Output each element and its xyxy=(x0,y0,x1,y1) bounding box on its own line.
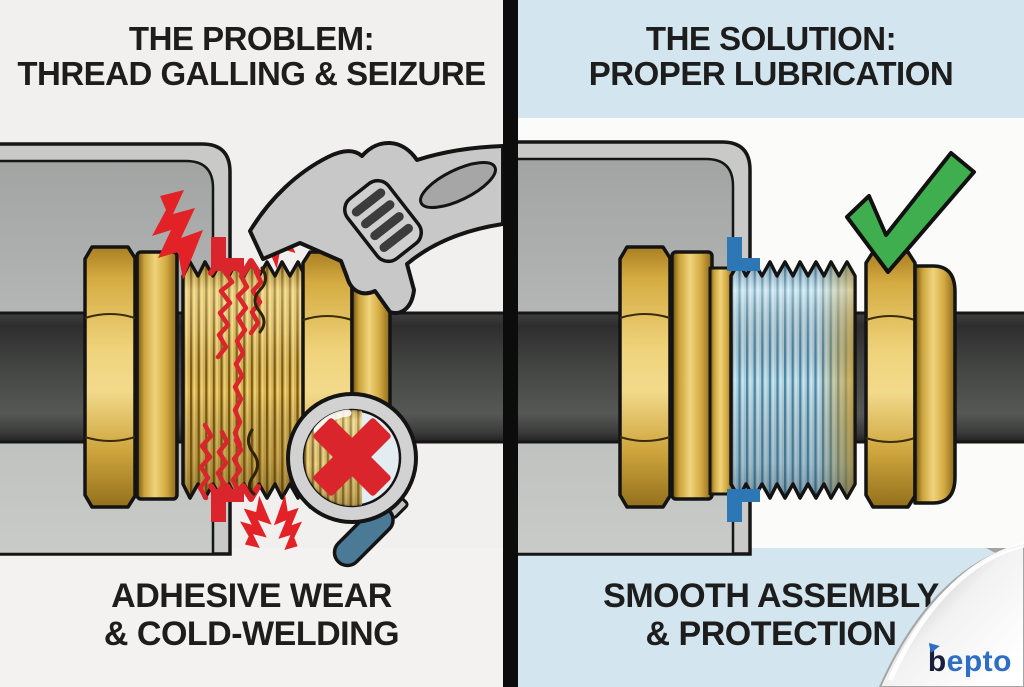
solution-scene xyxy=(518,140,1024,556)
end-collar xyxy=(913,264,957,505)
washer xyxy=(135,250,179,501)
problem-caption: ADHESIVE WEAR & COLD-WELDING xyxy=(0,577,503,653)
check-mark-icon xyxy=(845,151,976,274)
problem-caption-line2: & COLD-WELDING xyxy=(103,615,400,653)
solution-caption-line1: SMOOTH ASSEMBLY xyxy=(603,577,939,615)
problem-title-line2: THREAD GALLING & SEIZURE xyxy=(17,55,486,92)
problem-caption-band xyxy=(0,548,503,687)
problem-title-line1: THE PROBLEM: xyxy=(128,20,375,57)
lightning-bolt-icon xyxy=(152,190,302,550)
solution-caption-line2: & PROTECTION xyxy=(645,615,897,653)
wrench-icon xyxy=(248,141,503,315)
brand-logo-rest: epto xyxy=(946,645,1012,678)
problem-caption-line1: ADHESIVE WEAR xyxy=(111,577,392,615)
hex-nut xyxy=(83,245,137,509)
solution-caption: SMOOTH ASSEMBLY & PROTECTION xyxy=(518,577,1024,653)
problem-title: THE PROBLEM: THREAD GALLING & SEIZURE xyxy=(0,21,503,91)
warning-bracket-icon xyxy=(211,237,244,522)
solution-title-line2: PROPER LUBRICATION xyxy=(588,55,954,92)
brand-logo: bepto xyxy=(928,645,1012,679)
panel-divider xyxy=(503,0,518,687)
brass-fitting xyxy=(618,245,957,509)
solution-title-line1: THE SOLUTION: xyxy=(645,20,897,57)
solution-title-band xyxy=(518,0,1024,118)
hex-nut-right xyxy=(864,250,917,509)
magnifier-icon xyxy=(286,392,418,568)
problem-scene xyxy=(0,141,503,568)
lubricated-thread-section xyxy=(729,260,857,500)
x-mark-icon xyxy=(313,418,391,496)
solution-title: THE SOLUTION: PROPER LUBRICATION xyxy=(518,21,1024,91)
page-curl xyxy=(878,542,1024,687)
hex-nut xyxy=(618,245,672,509)
alignment-bracket-icon xyxy=(727,237,760,522)
solution-panel: THE SOLUTION: PROPER LUBRICATION SMOOTH … xyxy=(518,0,1024,687)
problem-panel: THE PROBLEM: THREAD GALLING & SEIZURE AD… xyxy=(0,0,503,687)
brand-logo-b: b xyxy=(927,645,947,678)
